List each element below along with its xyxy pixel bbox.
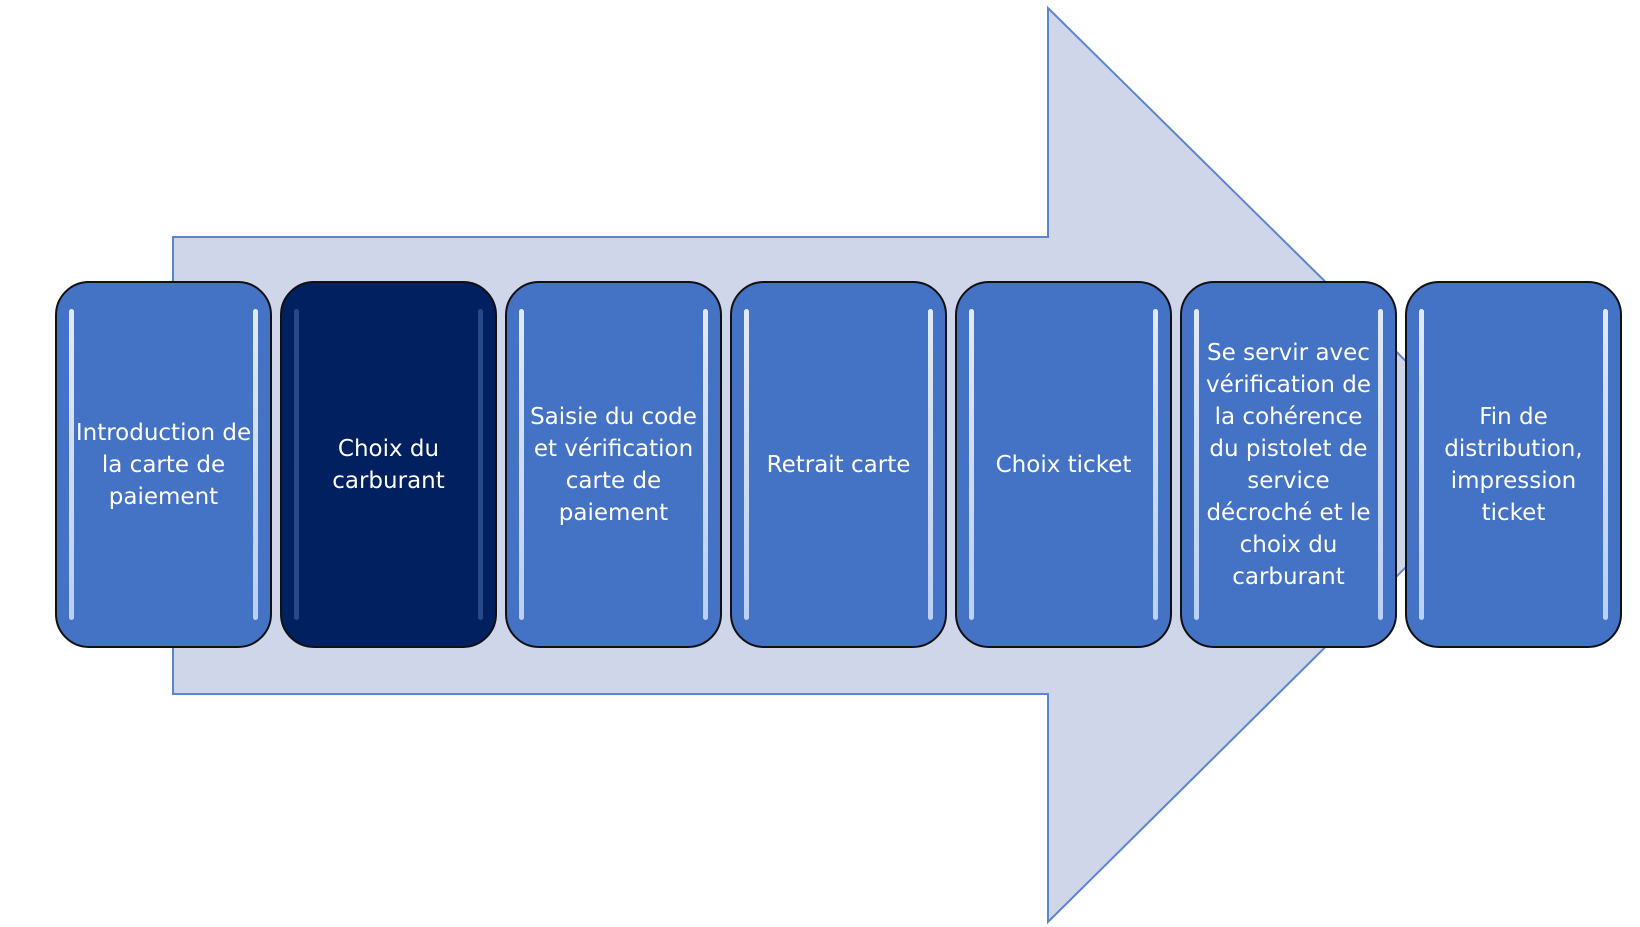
- process-step-3: Saisie du code et vérification carte de …: [505, 281, 722, 648]
- process-step-1: Introduction de la carte de paiement: [55, 281, 272, 648]
- process-step-label: Introduction de la carte de paiement: [75, 419, 252, 510]
- process-step-5: Choix ticket: [955, 281, 1172, 648]
- process-step-label: Choix du carburant: [332, 435, 445, 494]
- process-step-label: Se servir avec vérification de la cohére…: [1206, 339, 1371, 590]
- process-step-label: Saisie du code et vérification carte de …: [530, 403, 697, 526]
- process-step-4: Retrait carte: [730, 281, 947, 648]
- process-step-7: Fin de distribution, impression ticket: [1405, 281, 1622, 648]
- process-step-label: Retrait carte: [766, 451, 911, 478]
- process-step-2: Choix du carburant: [280, 281, 497, 648]
- process-step-6: Se servir avec vérification de la cohére…: [1180, 281, 1397, 648]
- process-step-label: Choix ticket: [995, 451, 1132, 478]
- process-step-label: Fin de distribution, impression ticket: [1444, 403, 1583, 526]
